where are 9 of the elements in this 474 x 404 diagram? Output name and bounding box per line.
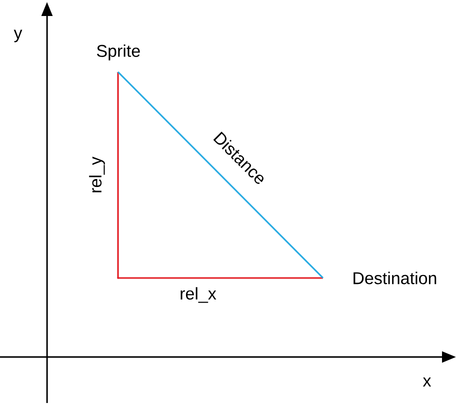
line-segment	[118, 277, 323, 279]
axis-label: y	[14, 30, 22, 42]
line-segment	[117, 72, 119, 278]
axis-label: x	[422, 378, 432, 386]
edge-label: rel_y	[89, 156, 105, 192]
point-label: Destination	[354, 272, 436, 284]
line-segment	[117, 71, 324, 279]
point-label: Sprite	[96, 44, 140, 60]
edge-label: rel_x	[180, 287, 216, 303]
